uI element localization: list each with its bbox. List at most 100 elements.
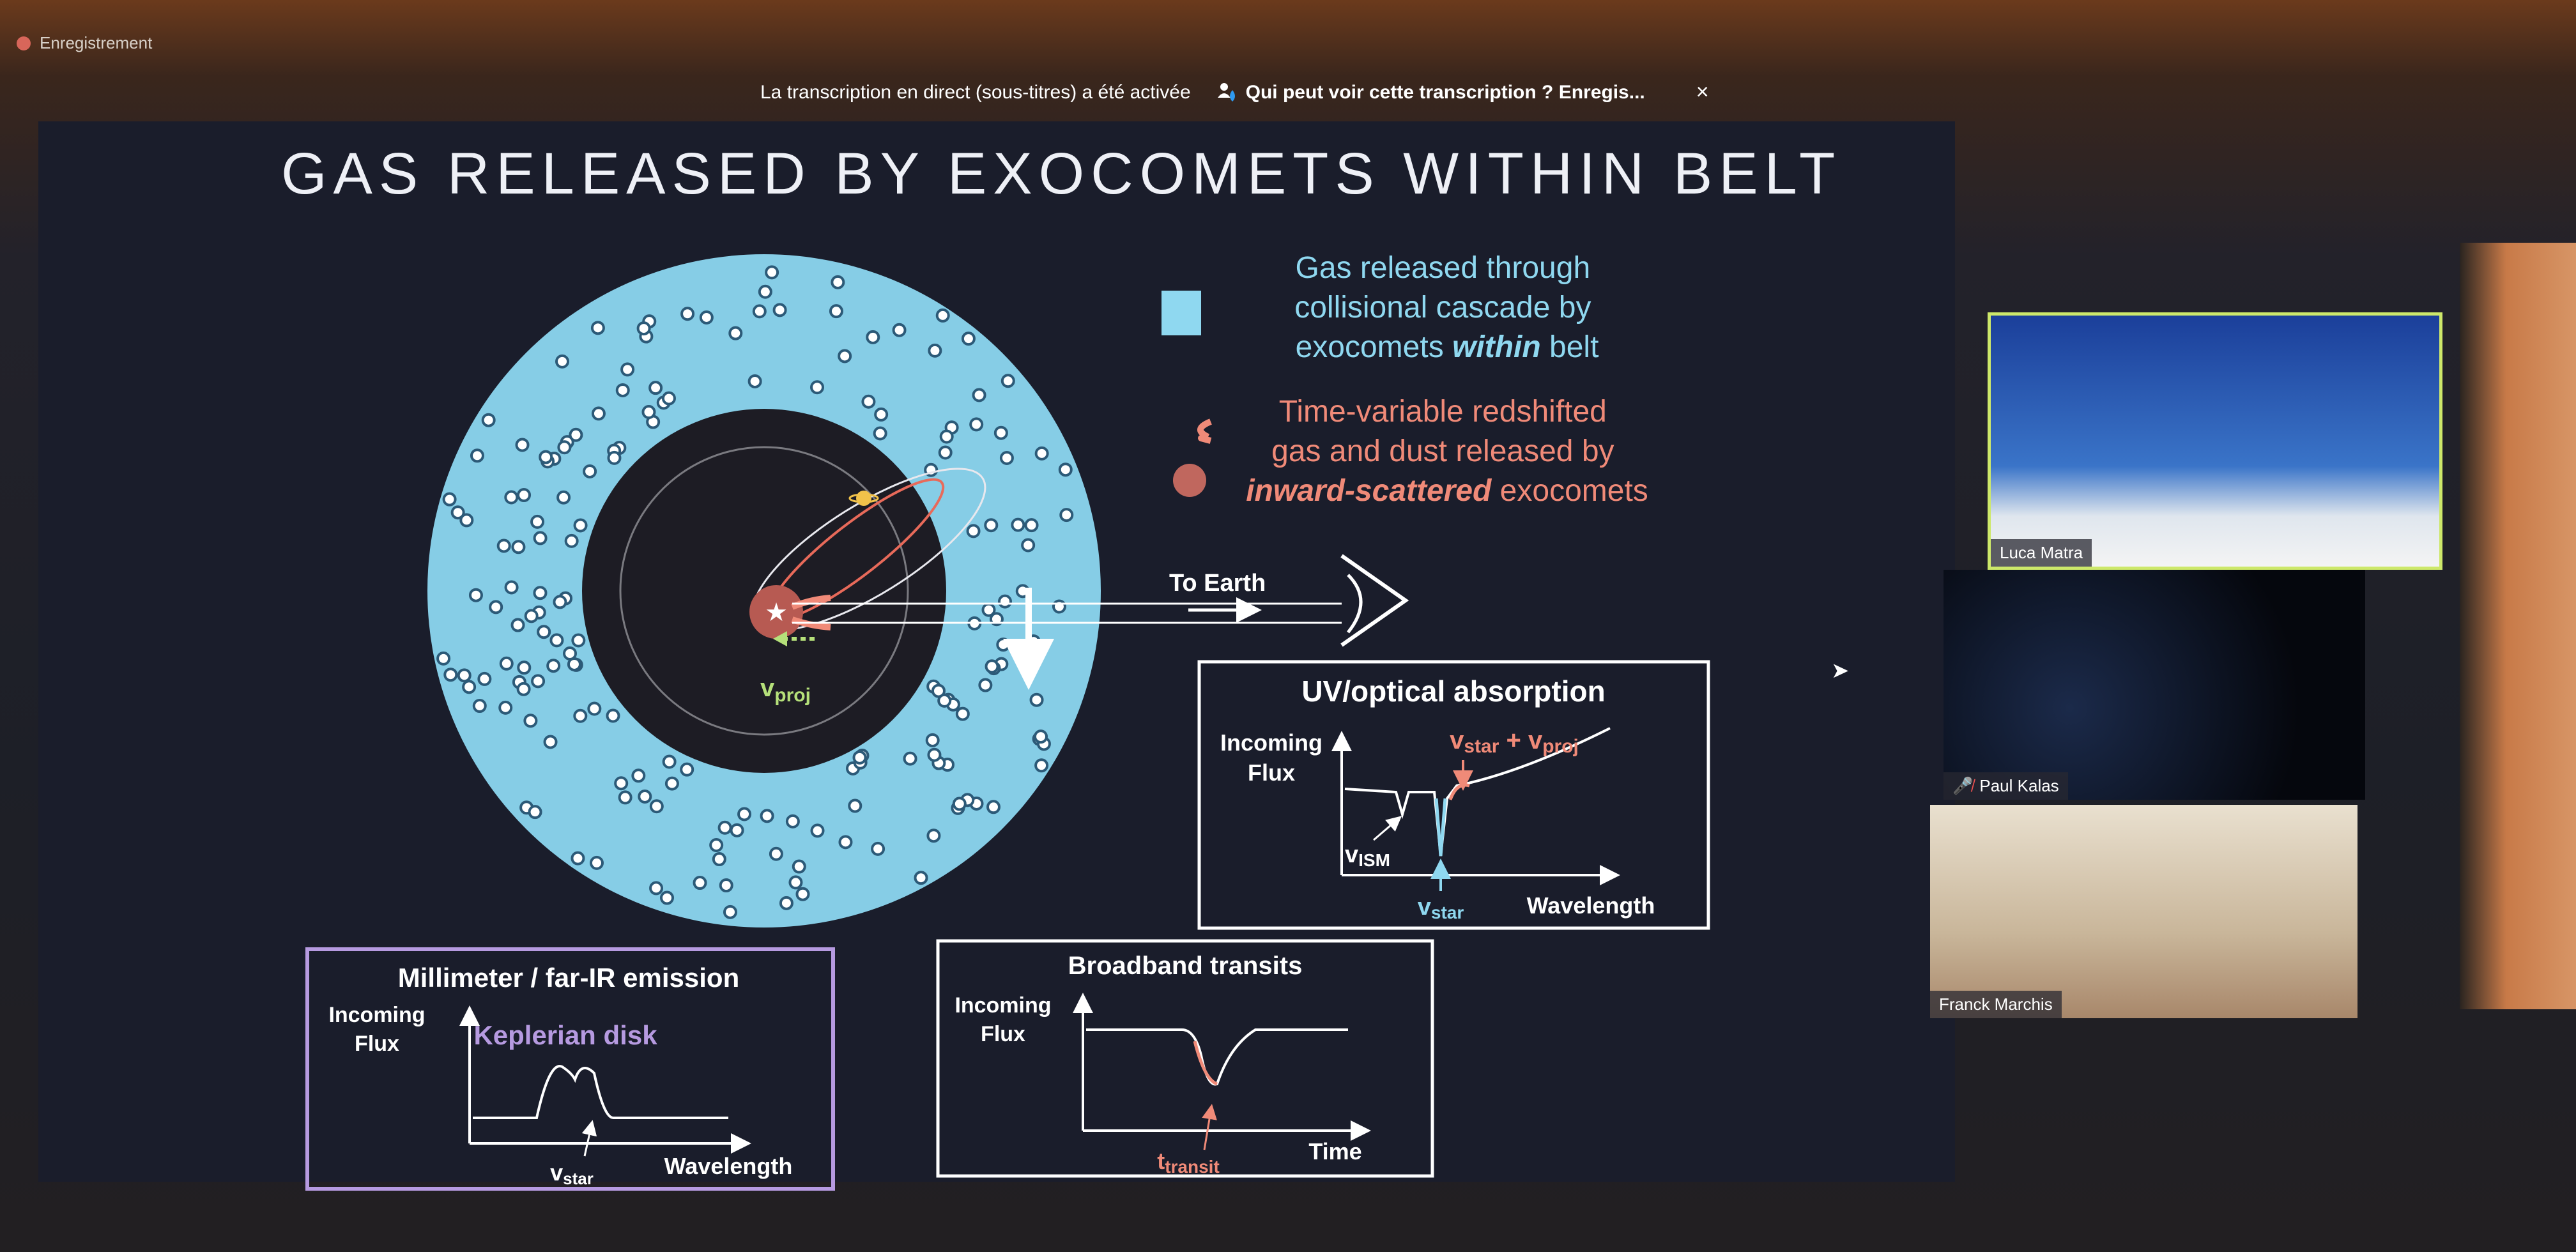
exocomet-dot — [504, 490, 519, 505]
exocomet-dot — [631, 768, 646, 783]
transcript-visibility-text: Qui peut voir cette transcription ? Enre… — [1245, 81, 1645, 103]
exocomet-dot — [758, 284, 772, 299]
svg-text:Wavelength: Wavelength — [664, 1153, 793, 1179]
exocomet-dot — [543, 735, 558, 749]
exocomet-dot — [1021, 538, 1036, 553]
exocomet-dot — [443, 668, 458, 682]
exocomet-dot — [737, 807, 752, 821]
exocomet-dot — [985, 659, 999, 674]
exocomet-dot — [564, 533, 579, 548]
exocomet-dot — [719, 878, 733, 893]
people-info-icon — [1217, 82, 1235, 102]
exocomet-dot — [892, 323, 907, 337]
exocomet-dot — [986, 800, 1001, 814]
svg-text:Gas released through col: Gas released through collisional cascade… — [1294, 251, 1600, 364]
svg-text:Time-variable redshifted: Time-variable redshifted gas and dust re… — [1246, 395, 1648, 508]
exocomet-dot — [838, 349, 852, 363]
recording-label: Enregistrement — [40, 33, 153, 52]
to-earth-label: To Earth — [1169, 570, 1266, 597]
svg-text:Wavelength: Wavelength — [1527, 892, 1655, 919]
exocomet-dot — [511, 540, 526, 554]
exocomet-dot — [1000, 374, 1015, 388]
svg-text:Keplerian disk: Keplerian disk — [473, 1020, 657, 1050]
exocomet-dot — [1034, 729, 1048, 744]
exocomet-dot — [1034, 446, 1049, 461]
exocomet-dot — [462, 680, 477, 694]
video-tile-franck-marchis[interactable]: Franck Marchis — [1930, 805, 2358, 1018]
exocomet-dot — [573, 518, 588, 533]
exocomet-dot — [591, 406, 606, 421]
star-icon: ★ — [765, 599, 788, 627]
exocomet-dot — [615, 383, 630, 397]
exocomet-dot — [937, 693, 952, 708]
exocomet-dot — [792, 859, 806, 874]
exocomet-dot — [553, 595, 567, 609]
exocomet-dot — [515, 438, 530, 452]
exocomet-dot — [795, 887, 810, 901]
exocomet-dot — [728, 326, 743, 340]
svg-text:vstar + vproj: vstar + vproj — [1450, 726, 1579, 757]
exocomet-dot — [468, 588, 483, 602]
exocomet-dot — [939, 429, 954, 444]
exocomet-dot — [760, 809, 774, 823]
planet-icon — [856, 491, 871, 506]
exocomet-dot — [549, 633, 564, 648]
exocomet-dot — [530, 514, 545, 529]
inner-system: ★ vproj To Earth — [749, 468, 1409, 706]
exocomet-dot — [680, 307, 695, 321]
star-glow — [749, 585, 803, 639]
exocomet-dot — [587, 701, 602, 716]
exocomet-dot — [523, 714, 538, 728]
exocomet-dot — [583, 464, 597, 478]
exocomet-dot — [477, 671, 492, 686]
exocomet-dot — [873, 426, 887, 441]
exocomet-dot — [952, 797, 967, 811]
exocomet-dot — [607, 450, 622, 465]
exocomet-dot — [457, 668, 471, 683]
slide-title: GAS RELEASED BY EXOCOMETS WITHIN BELT — [281, 141, 1842, 206]
exocomet-dot — [978, 678, 993, 692]
video-tile-luca-matra[interactable]: Luca Matra — [1988, 312, 2442, 570]
exocomet-dot — [1034, 758, 1049, 773]
exocomet-dot — [498, 700, 513, 715]
muted-mic-icon: 🎤̸ — [1952, 776, 1974, 795]
exocomet-dot — [961, 332, 976, 346]
redshifted-comet-icon — [791, 595, 831, 630]
participant-name: Franck Marchis — [1930, 991, 2062, 1018]
close-caption-button[interactable]: × — [1696, 80, 1709, 104]
exocomet-dot — [450, 505, 465, 520]
exocomet-dot — [966, 524, 981, 538]
exocomet-dot — [546, 659, 561, 673]
exocomet-dot — [636, 321, 651, 336]
exocomet-dot — [779, 896, 793, 910]
exocomet-dot — [533, 586, 548, 600]
svg-text:Time: Time — [1308, 1138, 1361, 1164]
dust-clump-icon — [1173, 464, 1206, 497]
exocomet-dot — [871, 841, 885, 856]
exocomet-dot — [436, 651, 451, 666]
video-tile-paul-kalas[interactable]: 🎤̸ Paul Kalas — [1943, 570, 2365, 800]
exocomet-dot — [489, 600, 503, 615]
mouse-cursor-icon: ➤ — [1831, 659, 1850, 683]
exocomet-dot — [537, 625, 551, 639]
exocomet-dot — [614, 776, 629, 791]
svg-text:vISM: vISM — [1345, 841, 1390, 870]
exocomet-dot — [848, 798, 862, 813]
exocomet-dot — [997, 594, 1012, 609]
transcript-visibility-link[interactable]: Qui peut voir cette transcription ? Enre… — [1216, 81, 1645, 104]
exocomet-dot — [838, 835, 853, 850]
exocomet-dot — [699, 310, 714, 324]
exocomet-dot — [717, 820, 732, 835]
exocomet-dot — [861, 394, 876, 409]
participant-name: Luca Matra — [1991, 539, 2092, 567]
exocomet-dot — [664, 776, 679, 791]
exocomet-dot — [810, 823, 825, 838]
exocomet-dot — [638, 789, 652, 804]
exocomet-dot — [693, 876, 707, 890]
svg-text:Broadband transits: Broadband transits — [1068, 952, 1303, 980]
observer-eye-icon — [1340, 554, 1409, 647]
